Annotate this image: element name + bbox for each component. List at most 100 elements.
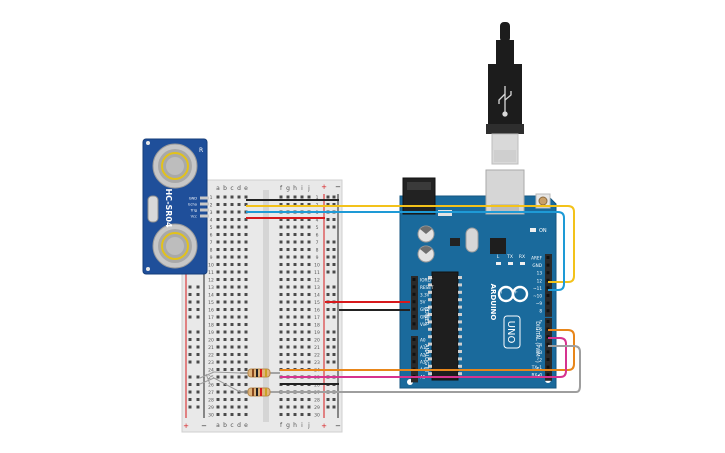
breadboard-hole[interactable] bbox=[223, 195, 227, 199]
breadboard-hole[interactable] bbox=[300, 353, 304, 356]
breadboard-hole[interactable] bbox=[244, 375, 248, 379]
breadboard-hole[interactable] bbox=[307, 413, 311, 416]
breadboard-hole[interactable] bbox=[293, 338, 297, 341]
rail-hole[interactable] bbox=[326, 308, 330, 311]
breadboard-hole[interactable] bbox=[230, 308, 234, 311]
breadboard-hole[interactable] bbox=[237, 323, 241, 326]
rail-hole[interactable] bbox=[188, 360, 192, 364]
breadboard-hole[interactable] bbox=[244, 323, 248, 326]
wire-gray[interactable] bbox=[280, 345, 581, 393]
breadboard-hole[interactable] bbox=[279, 270, 283, 274]
wire-magenta[interactable] bbox=[280, 337, 567, 378]
breadboard-hole[interactable] bbox=[230, 293, 234, 296]
breadboard-hole[interactable] bbox=[230, 300, 234, 304]
breadboard-hole[interactable] bbox=[223, 285, 227, 289]
breadboard-hole[interactable] bbox=[237, 398, 241, 401]
breadboard-hole[interactable] bbox=[307, 308, 311, 311]
header-pin[interactable] bbox=[546, 301, 550, 305]
breadboard-hole[interactable] bbox=[216, 218, 220, 221]
breadboard-hole[interactable] bbox=[230, 248, 234, 251]
rail-hole[interactable] bbox=[196, 330, 200, 334]
breadboard-hole[interactable] bbox=[286, 255, 290, 259]
breadboard-hole[interactable] bbox=[230, 218, 234, 221]
rail-hole[interactable] bbox=[326, 338, 330, 341]
breadboard-hole[interactable] bbox=[230, 278, 234, 281]
breadboard-hole[interactable] bbox=[244, 338, 248, 341]
breadboard-hole[interactable] bbox=[244, 360, 248, 364]
breadboard-hole[interactable] bbox=[279, 218, 283, 221]
rail-hole[interactable] bbox=[188, 308, 192, 311]
breadboard-hole[interactable] bbox=[300, 270, 304, 274]
breadboard-hole[interactable] bbox=[300, 345, 304, 349]
sensor-pin[interactable] bbox=[200, 214, 209, 218]
resistor-1[interactable] bbox=[240, 368, 280, 378]
breadboard-hole[interactable] bbox=[230, 353, 234, 356]
breadboard-hole[interactable] bbox=[300, 240, 304, 244]
breadboard-hole[interactable] bbox=[223, 218, 227, 221]
breadboard-hole[interactable] bbox=[237, 195, 241, 199]
breadboard-hole[interactable] bbox=[237, 360, 241, 364]
breadboard-hole[interactable] bbox=[300, 308, 304, 311]
breadboard-hole[interactable] bbox=[244, 248, 248, 251]
rail-hole[interactable] bbox=[188, 375, 192, 379]
breadboard-hole[interactable] bbox=[230, 233, 234, 236]
breadboard-hole[interactable] bbox=[300, 278, 304, 281]
header-pin[interactable] bbox=[546, 263, 550, 267]
breadboard-hole[interactable] bbox=[286, 233, 290, 236]
header-pin[interactable] bbox=[546, 365, 550, 369]
breadboard-hole[interactable] bbox=[293, 195, 297, 199]
breadboard-hole[interactable] bbox=[223, 383, 227, 386]
breadboard-hole[interactable] bbox=[293, 405, 297, 409]
breadboard-hole[interactable] bbox=[244, 308, 248, 311]
breadboard-hole[interactable] bbox=[237, 375, 241, 379]
breadboard-hole[interactable] bbox=[307, 345, 311, 349]
rail-hole[interactable] bbox=[326, 353, 330, 356]
rail-hole[interactable] bbox=[188, 338, 192, 341]
breadboard-hole[interactable] bbox=[223, 345, 227, 349]
rail-hole[interactable] bbox=[332, 360, 336, 364]
breadboard-hole[interactable] bbox=[223, 413, 227, 416]
header-pin[interactable] bbox=[412, 352, 416, 356]
breadboard-hole[interactable] bbox=[230, 375, 234, 379]
breadboard-hole[interactable] bbox=[216, 330, 220, 334]
breadboard-hole[interactable] bbox=[244, 330, 248, 334]
header-pin[interactable] bbox=[412, 292, 416, 296]
header-pin[interactable] bbox=[546, 286, 550, 290]
breadboard-hole[interactable] bbox=[300, 330, 304, 334]
rail-hole[interactable] bbox=[326, 285, 330, 289]
breadboard-hole[interactable] bbox=[293, 353, 297, 356]
led-component-icon[interactable] bbox=[199, 371, 241, 393]
breadboard-hole[interactable] bbox=[216, 338, 220, 341]
breadboard-hole[interactable] bbox=[237, 255, 241, 259]
breadboard-hole[interactable] bbox=[223, 263, 227, 266]
breadboard-hole[interactable] bbox=[307, 323, 311, 326]
rail-hole[interactable] bbox=[326, 360, 330, 364]
breadboard-hole[interactable] bbox=[279, 203, 283, 206]
breadboard-hole[interactable] bbox=[286, 413, 290, 416]
breadboard-hole[interactable] bbox=[237, 225, 241, 229]
breadboard-hole[interactable] bbox=[307, 233, 311, 236]
header-pin[interactable] bbox=[412, 307, 416, 311]
rail-hole[interactable] bbox=[332, 285, 336, 289]
breadboard-hole[interactable] bbox=[223, 338, 227, 341]
breadboard-hole[interactable] bbox=[223, 353, 227, 356]
breadboard-hole[interactable] bbox=[216, 225, 220, 229]
breadboard-hole[interactable] bbox=[279, 405, 283, 409]
rail-hole[interactable] bbox=[326, 330, 330, 334]
breadboard-hole[interactable] bbox=[293, 398, 297, 401]
breadboard-hole[interactable] bbox=[286, 353, 290, 356]
breadboard-hole[interactable] bbox=[223, 240, 227, 244]
rail-hole[interactable] bbox=[188, 383, 192, 386]
header-pin[interactable] bbox=[546, 309, 550, 313]
breadboard-hole[interactable] bbox=[293, 413, 297, 416]
breadboard-hole[interactable] bbox=[300, 338, 304, 341]
breadboard-hole[interactable] bbox=[237, 345, 241, 349]
breadboard-hole[interactable] bbox=[244, 233, 248, 236]
rail-hole[interactable] bbox=[332, 270, 336, 274]
rail-hole[interactable] bbox=[326, 270, 330, 274]
usb-cable[interactable] bbox=[486, 22, 524, 165]
rail-hole[interactable] bbox=[188, 285, 192, 289]
breadboard-hole[interactable] bbox=[216, 240, 220, 244]
breadboard-hole[interactable] bbox=[216, 413, 220, 416]
breadboard-hole[interactable] bbox=[237, 405, 241, 409]
